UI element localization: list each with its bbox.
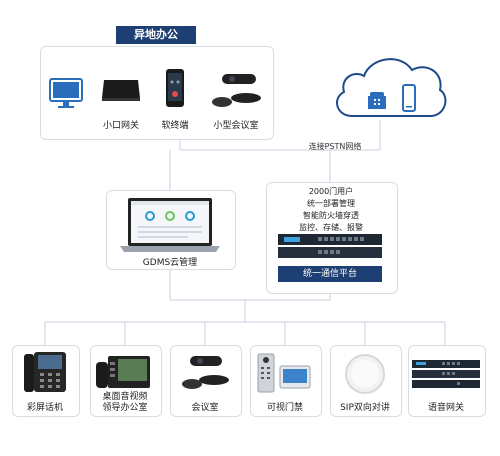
meeting-camera-icon <box>180 354 232 392</box>
video-phone-icon <box>96 352 152 390</box>
sip-speaker-icon <box>343 352 387 396</box>
ucm-feature-3: 智能防火墙穿透 <box>303 211 359 220</box>
ucm-platform-label: 统一通信平台 <box>278 266 382 282</box>
voice-gateway-icon <box>412 360 480 388</box>
endpoint-label-5: SIP双向对讲 <box>340 403 390 413</box>
endpoint-label-1: 彩屏话机 <box>26 403 63 413</box>
gdms-label: GDMS云管理 <box>142 258 198 268</box>
endpoint-label-3: 会议室 <box>191 403 219 413</box>
small-meeting-label: 小型会议室 <box>213 121 259 131</box>
monitor-icon <box>49 78 83 110</box>
endpoint-label-2-line: 桌面音视频 领导办公室 <box>102 392 148 413</box>
door-intercom-icon <box>256 352 312 394</box>
gateway-device-icon <box>100 74 142 104</box>
ucm-rack-device-icon <box>278 234 382 260</box>
pstn-link-label: 连接PSTN网络 <box>308 142 362 151</box>
mobile-phone-icon <box>402 84 416 112</box>
ucm-feature-4: 监控、存储、报警 <box>299 223 363 232</box>
remote-office-title: 异地办公 <box>116 26 196 44</box>
endpoint-label-4: 可视门禁 <box>266 403 303 413</box>
ip-phone-icon <box>22 350 68 394</box>
endpoint-label-6: 语音网关 <box>427 403 464 413</box>
soft-terminal-label: 软终端 <box>161 121 189 131</box>
endpoint-label-2: 桌面音视频 领导办公室 <box>90 392 160 414</box>
smartphone-icon <box>165 68 185 108</box>
desk-phone-icon <box>366 90 388 110</box>
cloud-icon <box>330 50 450 122</box>
conference-camera-icon <box>210 72 262 110</box>
ucm-feature-1: 2000门用户 <box>308 187 354 196</box>
gateway-label: 小口网关 <box>102 121 139 131</box>
laptop-icon <box>118 196 222 254</box>
ucm-feature-2: 统一部署管理 <box>307 199 355 208</box>
